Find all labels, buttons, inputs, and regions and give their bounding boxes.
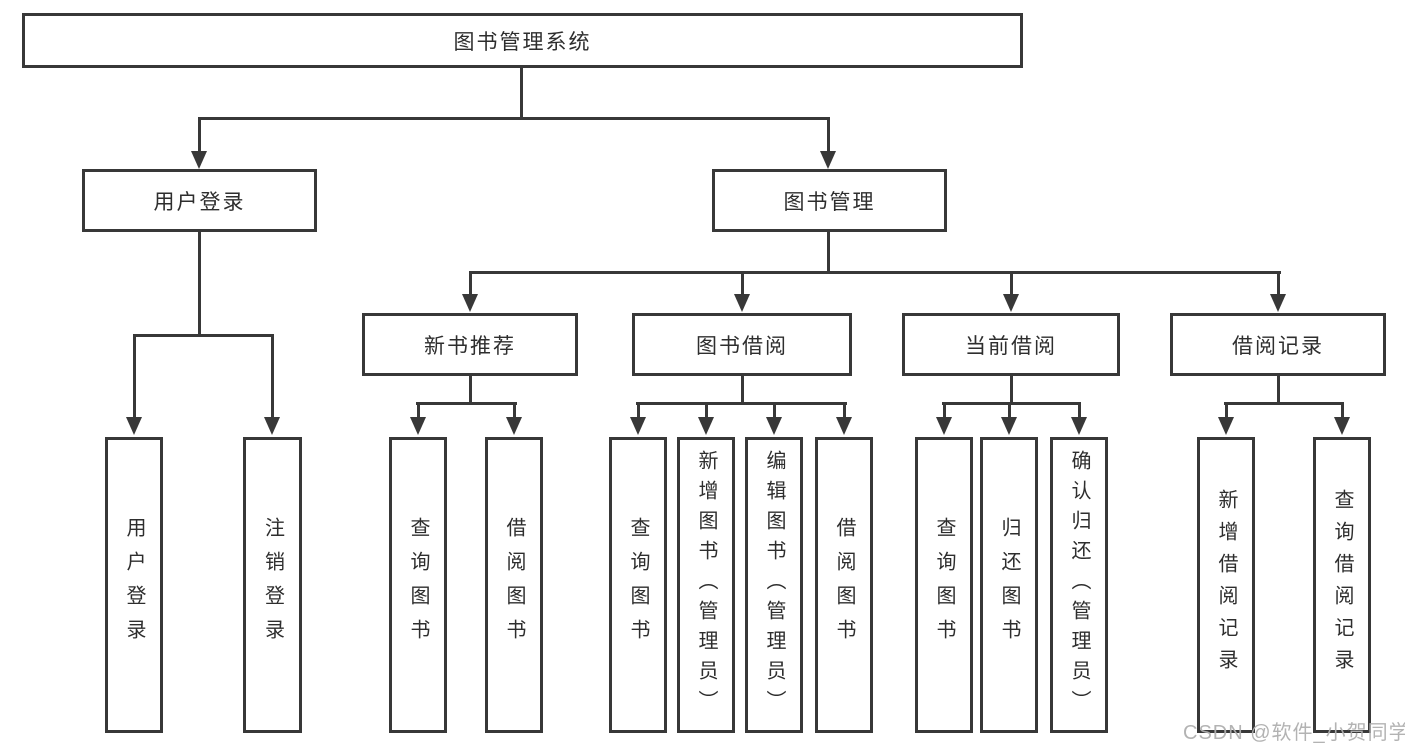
- node-label: 图书管理系统: [453, 30, 592, 54]
- connector-borrow-records-feed: [1277, 376, 1280, 405]
- arrowhead-down-icon: [698, 417, 714, 435]
- arrowhead-down-icon: [1218, 417, 1234, 435]
- connector-book-management-feed: [827, 232, 830, 274]
- connector-new-book-recommend-feed: [469, 376, 472, 405]
- connector-book-borrow-branch: [636, 402, 847, 405]
- connector-stem-logout-leaf: [271, 334, 274, 419]
- connector-stem-return-books: [1008, 402, 1011, 419]
- node-leaf-borrow-books-recommend: 借阅图书: [485, 437, 543, 733]
- node-label: 图书管理: [783, 190, 876, 214]
- node-label: 编辑图书（管理员）: [763, 450, 785, 720]
- arrowhead-down-icon: [264, 417, 280, 435]
- arrowhead-down-icon: [191, 151, 207, 169]
- arrowhead-down-icon: [1071, 417, 1087, 435]
- node-leaf-return-books: 归还图书: [980, 437, 1038, 733]
- node-book-management: 图书管理: [712, 169, 947, 232]
- node-label: 确认归还（管理员）: [1068, 450, 1090, 720]
- arrowhead-down-icon: [410, 417, 426, 435]
- node-label: 归还图书: [998, 517, 1020, 653]
- connector-stem-add-borrow-record: [1225, 402, 1228, 419]
- connector-current-borrow-branch: [942, 402, 1081, 405]
- connector-stem-user-login: [198, 117, 201, 153]
- node-label: 新书推荐: [424, 334, 516, 358]
- arrowhead-down-icon: [836, 417, 852, 435]
- arrowhead-down-icon: [126, 417, 142, 435]
- connector-user-login-branch: [133, 334, 274, 337]
- connector-root-feed: [520, 68, 523, 118]
- node-library-management-system: 图书管理系统: [22, 13, 1023, 68]
- connector-book-borrow-feed: [741, 376, 744, 405]
- connector-stem-add-books: [705, 402, 708, 419]
- connector-stem-user-login-leaf: [133, 334, 136, 419]
- connector-stem-borrow-books-2: [843, 402, 846, 419]
- node-label: 查询图书: [933, 517, 955, 653]
- node-leaf-query-books-recommend: 查询图书: [389, 437, 447, 733]
- node-leaf-query-borrow-record: 查询借阅记录: [1313, 437, 1371, 733]
- node-current-borrow: 当前借阅: [902, 313, 1120, 376]
- connector-stem-query-books-2: [637, 402, 640, 419]
- connector-new-book-recommend-branch: [416, 402, 517, 405]
- node-label: 新增图书（管理员）: [695, 450, 717, 720]
- node-book-borrow: 图书借阅: [632, 313, 852, 376]
- connector-stem-query-books-1: [417, 402, 420, 419]
- arrowhead-down-icon: [1003, 294, 1019, 312]
- csdn-watermark: CSDN @软件_小贺同学: [1183, 722, 1405, 744]
- node-leaf-logout: 注销登录: [243, 437, 302, 733]
- node-label: 当前借阅: [965, 334, 1057, 358]
- arrowhead-down-icon: [506, 417, 522, 435]
- connector-current-borrow-feed: [1010, 376, 1013, 405]
- connector-stem-book-management: [827, 117, 830, 153]
- arrowhead-down-icon: [936, 417, 952, 435]
- node-label: 查询图书: [627, 517, 649, 653]
- node-leaf-edit-books-admin: 编辑图书（管理员）: [745, 437, 803, 733]
- node-label: 新增借阅记录: [1215, 489, 1237, 681]
- arrowhead-down-icon: [1334, 417, 1350, 435]
- node-label: 借阅记录: [1232, 334, 1324, 358]
- node-user-login-group: 用户登录: [82, 169, 317, 232]
- node-new-book-recommend: 新书推荐: [362, 313, 578, 376]
- node-leaf-query-books-current: 查询图书: [915, 437, 973, 733]
- connector-level3-branch: [469, 271, 1281, 274]
- node-label: 用户登录: [123, 517, 145, 653]
- node-leaf-user-login: 用户登录: [105, 437, 163, 733]
- node-borrow-records: 借阅记录: [1170, 313, 1386, 376]
- connector-stem-current-borrow: [1010, 271, 1013, 297]
- node-label: 借阅图书: [833, 517, 855, 653]
- node-label: 借阅图书: [503, 517, 525, 653]
- arrowhead-down-icon: [820, 151, 836, 169]
- node-leaf-query-books-borrow: 查询图书: [609, 437, 667, 733]
- arrowhead-down-icon: [1001, 417, 1017, 435]
- node-label: 用户登录: [153, 190, 246, 214]
- node-label: 图书借阅: [696, 334, 788, 358]
- connector-stem-query-books-3: [943, 402, 946, 419]
- node-label: 注销登录: [261, 517, 284, 653]
- arrowhead-down-icon: [734, 294, 750, 312]
- connector-stem-book-borrow: [741, 271, 744, 297]
- connector-level2-branch: [198, 117, 830, 120]
- node-leaf-confirm-return-admin: 确认归还（管理员）: [1050, 437, 1108, 733]
- node-leaf-add-borrow-record: 新增借阅记录: [1197, 437, 1255, 733]
- node-label: 查询图书: [407, 517, 429, 653]
- node-leaf-add-books-admin: 新增图书（管理员）: [677, 437, 735, 733]
- arrowhead-down-icon: [462, 294, 478, 312]
- arrowhead-down-icon: [1270, 294, 1286, 312]
- connector-user-login-feed: [198, 232, 201, 336]
- connector-stem-borrow-records: [1277, 271, 1280, 297]
- arrowhead-down-icon: [630, 417, 646, 435]
- arrowhead-down-icon: [766, 417, 782, 435]
- connector-stem-new-book-recommend: [469, 271, 472, 297]
- node-leaf-borrow-books: 借阅图书: [815, 437, 873, 733]
- connector-stem-borrow-books-1: [513, 402, 516, 419]
- connector-stem-confirm-return: [1078, 402, 1081, 419]
- connector-borrow-records-branch: [1224, 402, 1344, 405]
- connector-stem-edit-books: [773, 402, 776, 419]
- node-label: 查询借阅记录: [1331, 489, 1353, 681]
- connector-stem-query-borrow-record: [1341, 402, 1344, 419]
